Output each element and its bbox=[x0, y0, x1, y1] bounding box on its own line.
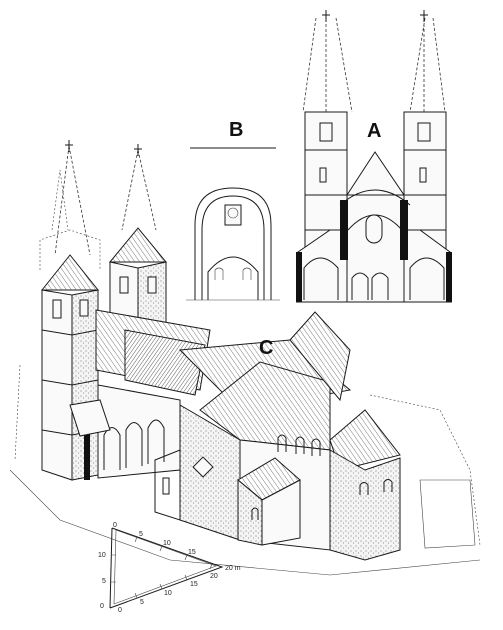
label-b: B bbox=[229, 119, 243, 141]
scale-hyp-15: 15 bbox=[188, 549, 196, 556]
scale-base-5: 5 bbox=[140, 599, 144, 606]
scale-triangle: 0 5 10 15 20 m 0 5 10 0 5 10 15 20 bbox=[98, 522, 241, 614]
scale-base-15: 15 bbox=[190, 581, 198, 588]
scale-side-5: 5 bbox=[102, 578, 106, 585]
scale-base-10: 10 bbox=[164, 590, 172, 597]
elevation-a bbox=[296, 10, 452, 303]
scale-hyp-10: 10 bbox=[163, 540, 171, 547]
scale-hyp-5: 5 bbox=[139, 531, 143, 538]
scale-hyp-0: 0 bbox=[113, 522, 117, 529]
scale-hyp-20m: 20 m bbox=[225, 565, 241, 572]
section-b bbox=[186, 147, 280, 301]
axonometric-c bbox=[9, 140, 481, 576]
scale-base-20: 20 bbox=[210, 573, 218, 580]
label-a: A bbox=[367, 120, 381, 142]
label-c: C bbox=[259, 337, 273, 359]
scale-base-0: 0 bbox=[118, 607, 122, 614]
scale-side-10: 10 bbox=[98, 552, 106, 559]
scale-side-0: 0 bbox=[100, 603, 104, 610]
